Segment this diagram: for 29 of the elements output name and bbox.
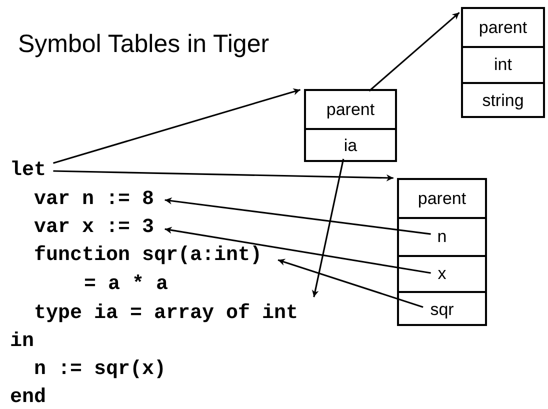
code-line: n := sqr(x): [34, 359, 166, 381]
table-entry: x: [399, 255, 485, 291]
code-line: var n := 8: [34, 189, 154, 211]
title: Symbol Tables in Tiger: [18, 30, 270, 59]
code-line: end: [10, 387, 46, 409]
table-entry: parent: [306, 91, 395, 128]
code-line: in: [10, 331, 34, 353]
symbol-table: [397, 178, 487, 326]
arrow: [312, 158, 344, 298]
arrow: [278, 258, 424, 308]
code-line: function sqr(a:int): [34, 245, 262, 267]
table-entry: int: [463, 46, 543, 82]
symbol-table: [461, 7, 545, 118]
code-line: type ia = array of int: [34, 303, 298, 325]
code-line: let: [10, 160, 46, 182]
table-entry: string: [463, 82, 543, 118]
table-entry: parent: [399, 180, 485, 217]
symbol-table: [304, 89, 397, 162]
arrow: [164, 197, 431, 235]
code-line: = a * a: [84, 274, 168, 296]
table-entry: parent: [463, 9, 543, 46]
table-entry: ia: [306, 128, 395, 162]
arrow: [368, 12, 460, 92]
arrow: [53, 170, 394, 182]
arrow: [164, 226, 431, 274]
arrow: [53, 88, 300, 164]
code-line: var x := 3: [34, 217, 154, 239]
table-entry: n: [399, 217, 485, 255]
table-entry: sqr: [399, 291, 485, 326]
